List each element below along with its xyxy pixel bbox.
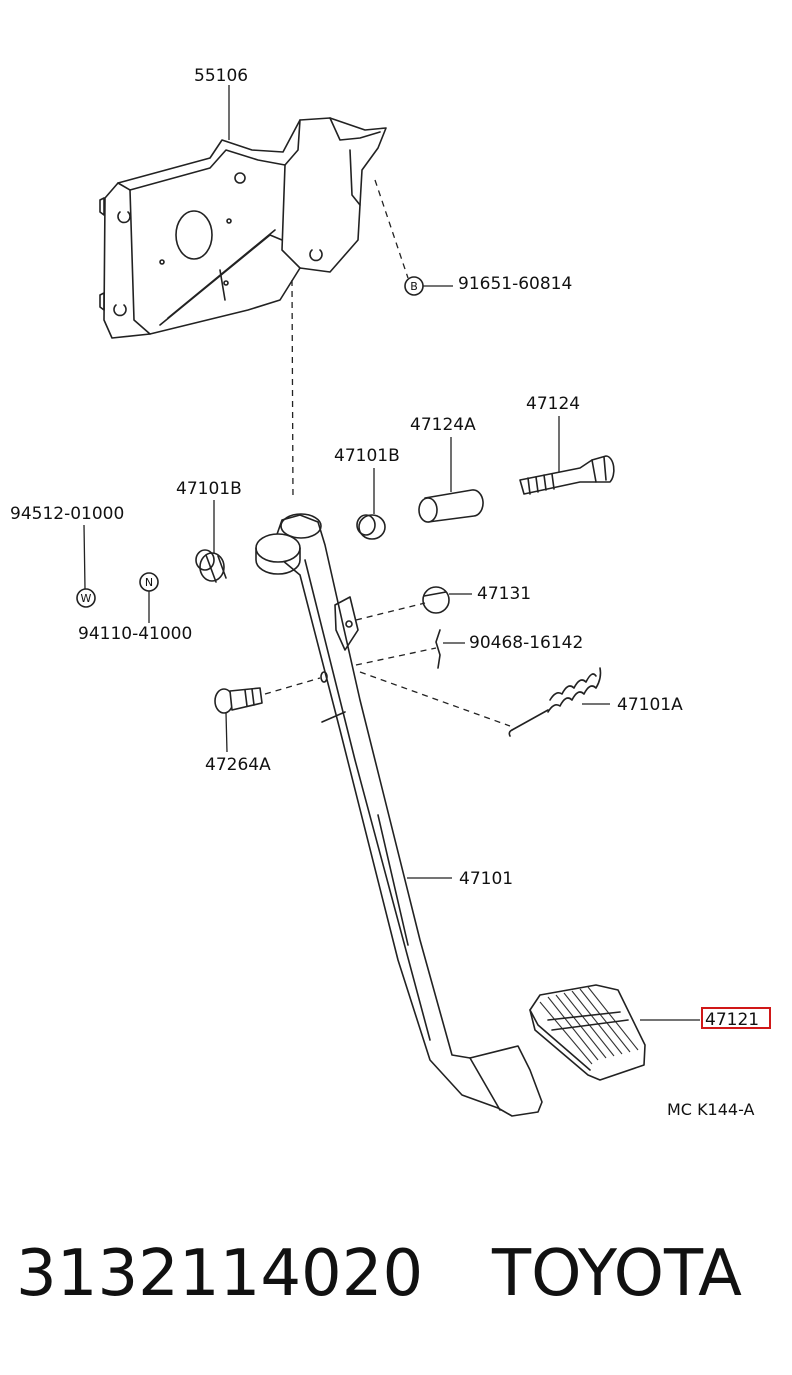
stopper-dash-line <box>355 602 426 621</box>
label-pin: 47264A <box>205 755 271 775</box>
clip <box>435 629 441 669</box>
bushing-right <box>356 514 386 540</box>
pin-dash-line <box>264 677 321 695</box>
stopper <box>422 586 450 614</box>
label-pedal-bolt: 47124 <box>526 394 580 414</box>
bushing-left <box>195 549 227 583</box>
svg-text:W: W <box>81 592 92 605</box>
bracket-assembly <box>99 117 387 339</box>
svg-text:N: N <box>145 576 153 589</box>
label-spring: 47101A <box>617 695 683 715</box>
label-pedal-pad: 47121 <box>705 1010 759 1030</box>
pivot-pin <box>214 687 263 714</box>
label-bushing-left: 47101B <box>176 479 242 499</box>
footer-part-number: 3132114020 <box>16 1237 423 1311</box>
bolt-b-icon: B <box>404 276 424 296</box>
clip-dash-line <box>355 647 437 666</box>
label-bracket: 55106 <box>194 66 248 86</box>
label-bushing-right: 47101B <box>334 446 400 466</box>
leader-94512 <box>83 524 86 590</box>
label-pedal-arm: 47101 <box>459 869 513 889</box>
label-bolt-b: 91651-60814 <box>458 274 572 294</box>
bolt-b-dash-line <box>374 179 409 279</box>
pedal-pad <box>529 984 646 1081</box>
leader-47264a <box>225 712 228 753</box>
pedal-bolt <box>519 455 615 495</box>
collar <box>418 489 484 523</box>
pivot-dash-line <box>291 279 294 501</box>
spring-dash-line <box>359 671 511 727</box>
label-washer: 94512-01000 <box>10 504 124 524</box>
figure-code: MC K144-A <box>667 1100 755 1119</box>
highlight-box <box>701 1007 771 1029</box>
svg-text:B: B <box>410 280 418 293</box>
nut-icon: N <box>139 572 159 592</box>
washer-icon: W <box>76 588 96 608</box>
label-clip: 90468-16142 <box>469 633 583 653</box>
return-spring <box>508 667 602 737</box>
pedal-arm <box>255 513 543 1117</box>
footer-brand: TOYOTA <box>491 1237 742 1311</box>
label-collar: 47124A <box>410 415 476 435</box>
label-stopper: 47131 <box>477 584 531 604</box>
label-nut: 94110-41000 <box>78 624 192 644</box>
